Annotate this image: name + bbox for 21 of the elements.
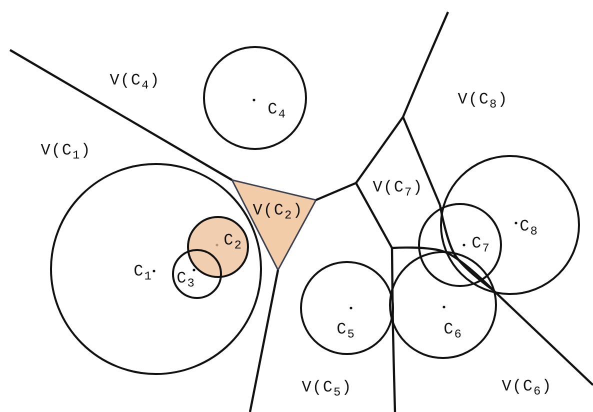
cell-label: V(C$_{1}$): [40, 142, 92, 162]
cell-label: V(C$_{6}$): [502, 378, 552, 398]
cell-label: V(C$_{4}$): [110, 72, 160, 92]
cell-label: V(C$_{5}$): [302, 379, 352, 399]
circle-label: C$_{7}$: [472, 235, 490, 255]
cell-label: V(C$_{2}$): [252, 202, 304, 222]
circle: [418, 203, 502, 287]
circle: [300, 261, 394, 355]
cell-label: V(C$_{7}$): [372, 179, 424, 199]
circle: [203, 46, 307, 150]
circle-label: C$_{2}$: [224, 232, 242, 252]
circle-label: C$_{8}$: [520, 218, 538, 238]
circle-label: C$_{5}$: [336, 321, 356, 341]
circle-label: C$_{3}$: [176, 270, 196, 290]
cell-label: V(C$_{8}$): [458, 91, 508, 111]
circle-label: C$_{1}$: [134, 263, 152, 283]
circle: [172, 249, 222, 299]
circle-label: C$_{6}$: [444, 321, 462, 341]
circle: [440, 155, 580, 295]
circle-label: C$_{4}$: [268, 101, 286, 121]
circle: [389, 251, 497, 359]
